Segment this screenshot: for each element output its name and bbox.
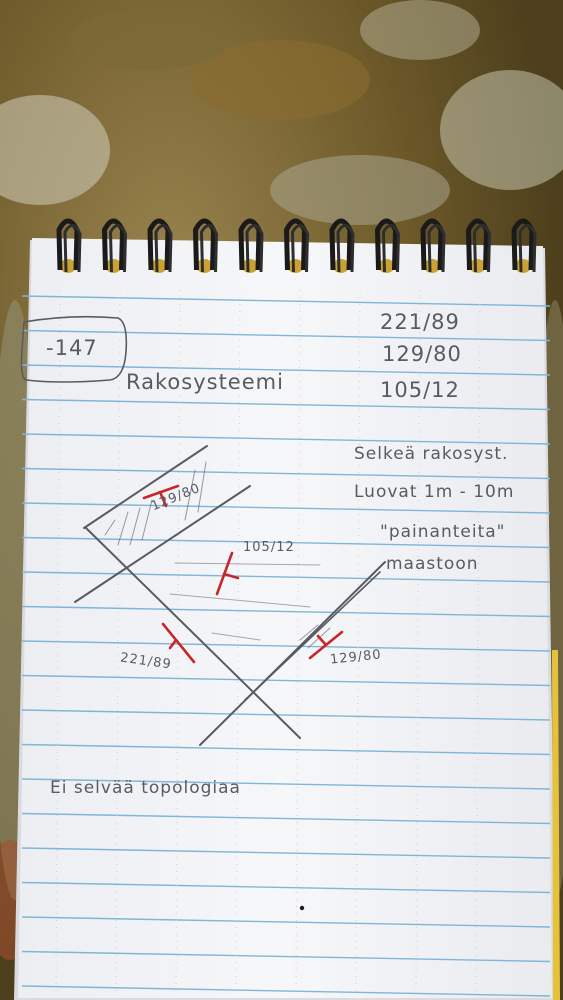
ruled-line	[21, 674, 551, 687]
description-line-1: Selkeä rakosyst.	[354, 444, 509, 464]
ruled-line	[21, 467, 551, 480]
description-line-4: maastoon	[386, 554, 479, 574]
footer-note: Ei selvää topologiaa	[50, 778, 241, 798]
bedding-strokes	[169, 562, 321, 641]
spiral-ring	[374, 218, 401, 273]
strike-dip-symbols	[142, 484, 344, 664]
spiral-ring	[420, 218, 446, 273]
spiral-ring	[192, 218, 219, 273]
notebook-page	[14, 238, 560, 1000]
ruled-line	[21, 778, 551, 790]
spiral-ring	[511, 218, 537, 273]
ruled-line	[21, 329, 551, 342]
ruled-line	[21, 950, 551, 963]
station-id: -147	[46, 336, 98, 360]
spiral-ring	[465, 218, 492, 273]
strike-dip-right	[308, 630, 344, 660]
spiral-ring	[147, 218, 173, 273]
strike-dip-top	[142, 484, 180, 508]
ruled-line	[21, 640, 551, 652]
ruled-lines	[21, 295, 551, 997]
fracture-line-right-b	[244, 571, 381, 701]
ruled-line	[21, 536, 551, 549]
ruled-line	[21, 502, 551, 514]
strike-dip-middle	[215, 551, 240, 596]
ruled-line	[21, 433, 551, 445]
spiral-ring	[329, 218, 355, 273]
ink-dot	[299, 905, 305, 911]
ruled-line	[21, 985, 551, 997]
ruled-line	[21, 916, 551, 928]
sketch-label-middle: 105/12	[243, 540, 295, 555]
spiral-ring	[56, 218, 82, 273]
ruled-line	[21, 364, 551, 376]
measurement-1: 221/89	[380, 310, 460, 334]
description-line-3: "painanteita"	[380, 522, 506, 542]
description-line-2: Luovat 1m - 10m	[354, 482, 515, 502]
ruled-line	[21, 398, 551, 411]
ruled-line	[21, 605, 551, 618]
strike-dip-left	[161, 622, 196, 664]
spiral-ring	[238, 218, 264, 273]
fracture-line-right-a	[199, 561, 386, 746]
ruled-line	[21, 295, 551, 307]
station-id-box	[20, 315, 128, 383]
notes-heading: Rakosysteemi	[126, 370, 284, 394]
ruled-line	[21, 847, 551, 859]
fracture-line-upper-b	[74, 485, 251, 603]
spiral-ring	[283, 218, 310, 273]
ruled-line	[21, 743, 551, 756]
spiral-ring	[101, 218, 128, 273]
fracture-line-upper-a	[83, 445, 208, 529]
measurement-2: 129/80	[382, 342, 462, 366]
fracture-sketch	[74, 445, 386, 746]
fracture-line-diagonal-left	[85, 527, 301, 739]
ruled-line	[21, 881, 551, 894]
ruled-line	[21, 812, 551, 825]
spiral-binding	[56, 218, 537, 273]
measurement-3: 105/12	[380, 378, 460, 402]
ruled-line	[21, 571, 551, 583]
ruled-line	[21, 709, 551, 721]
